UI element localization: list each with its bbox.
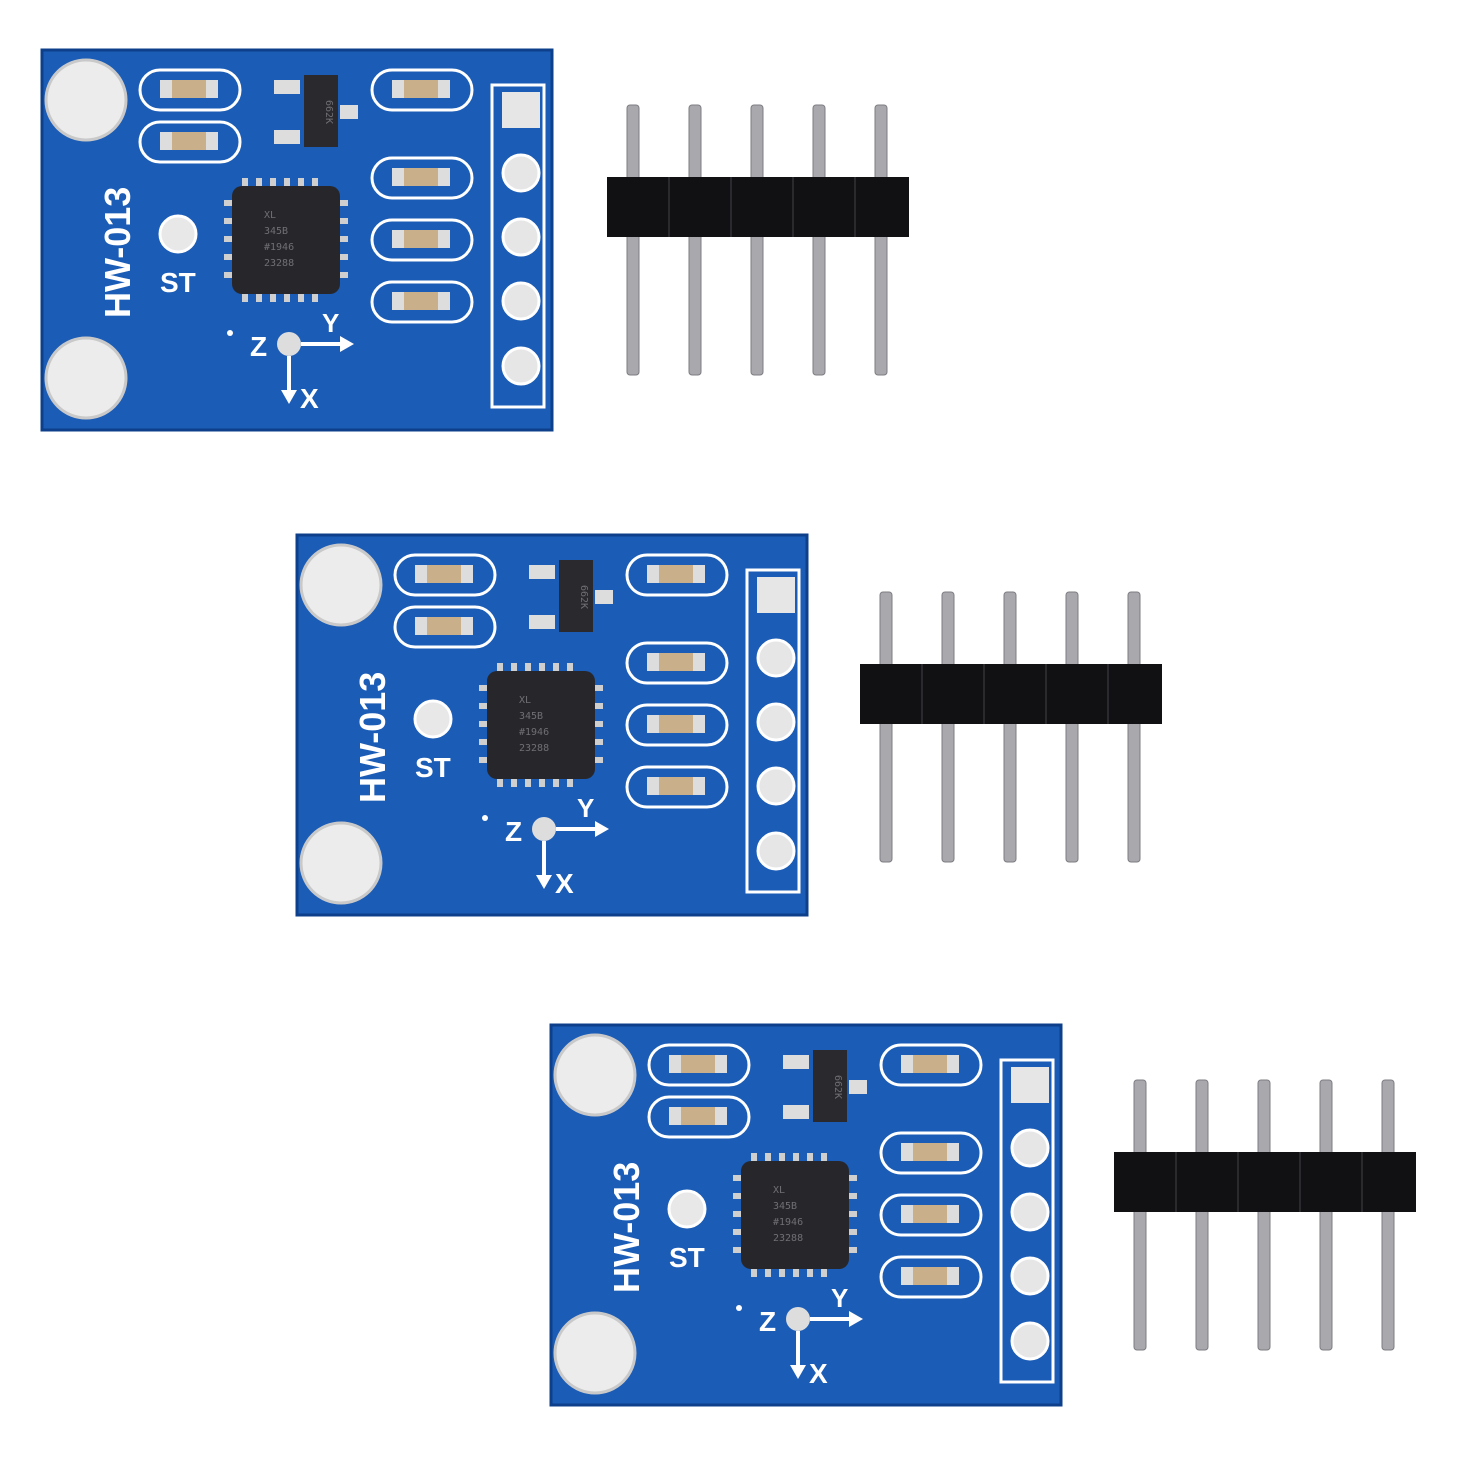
svg-text:ST: ST [415, 752, 451, 783]
svg-text:ST: ST [669, 1242, 705, 1273]
svg-text:XL: XL [519, 695, 531, 706]
st-test-pad [158, 214, 198, 254]
accelerometer-board: 662K XL 345B #1946 23288 ST H [295, 533, 809, 917]
svg-text:662K: 662K [578, 585, 589, 609]
accelerometer-chip: XL 345B #1946 23288 [224, 178, 348, 302]
svg-text:X: X [555, 868, 574, 899]
svg-text:Y: Y [577, 793, 594, 823]
smd-resistor-5 [370, 218, 474, 262]
pin-header [860, 591, 1170, 872]
accelerometer-board: 662K XL 345B #1946 23288 [40, 48, 554, 432]
svg-text:Y: Y [322, 308, 339, 338]
mounting-hole-bottom [44, 336, 128, 420]
svg-text:Z: Z [250, 331, 267, 362]
model-label: HW-013 [97, 187, 138, 318]
header-plastic-base [607, 177, 909, 237]
svg-text:#1946: #1946 [773, 1217, 803, 1228]
svg-text:X: X [809, 1358, 828, 1389]
svg-text:345B: 345B [773, 1201, 797, 1212]
accelerometer-board: 662K XL 345B #1946 23288 ST H [549, 1023, 1063, 1407]
axis-indicator: Z Y X [227, 308, 354, 414]
header-pad-row [490, 83, 546, 409]
smd-resistor-2 [138, 120, 242, 164]
svg-text:#1946: #1946 [264, 242, 294, 253]
svg-text:23288: 23288 [773, 1233, 803, 1244]
svg-text:Z: Z [505, 816, 522, 847]
svg-text:23288: 23288 [264, 258, 294, 269]
svg-text:#1946: #1946 [519, 727, 549, 738]
svg-text:HW-013: HW-013 [606, 1162, 647, 1293]
smd-resistor-3 [370, 68, 474, 112]
svg-text:HW-013: HW-013 [352, 672, 393, 803]
svg-text:X: X [300, 383, 319, 414]
svg-text:Z: Z [759, 1306, 776, 1337]
smd-resistor-4 [370, 156, 474, 200]
transistor-marking: 662K [323, 100, 334, 124]
sot23-transistor: 662K [274, 75, 358, 147]
smd-resistor-1 [138, 68, 242, 112]
pin-header [607, 104, 917, 385]
svg-text:XL: XL [264, 210, 276, 221]
mounting-hole-top [44, 58, 128, 142]
st-label: ST [160, 267, 196, 298]
module-unit-3: 662K XL 345B #1946 23288 ST H [549, 1023, 1431, 1425]
module-unit-1: 662K XL 345B #1946 23288 [40, 48, 922, 450]
pin-header [1114, 1079, 1424, 1360]
svg-text:345B: 345B [519, 711, 543, 722]
svg-text:23288: 23288 [519, 743, 549, 754]
smd-resistor-6 [370, 280, 474, 324]
svg-text:XL: XL [773, 1185, 785, 1196]
svg-text:345B: 345B [264, 226, 288, 237]
svg-text:Y: Y [831, 1283, 848, 1313]
module-unit-2: 662K XL 345B #1946 23288 ST H [295, 533, 1177, 935]
svg-text:662K: 662K [832, 1075, 843, 1099]
